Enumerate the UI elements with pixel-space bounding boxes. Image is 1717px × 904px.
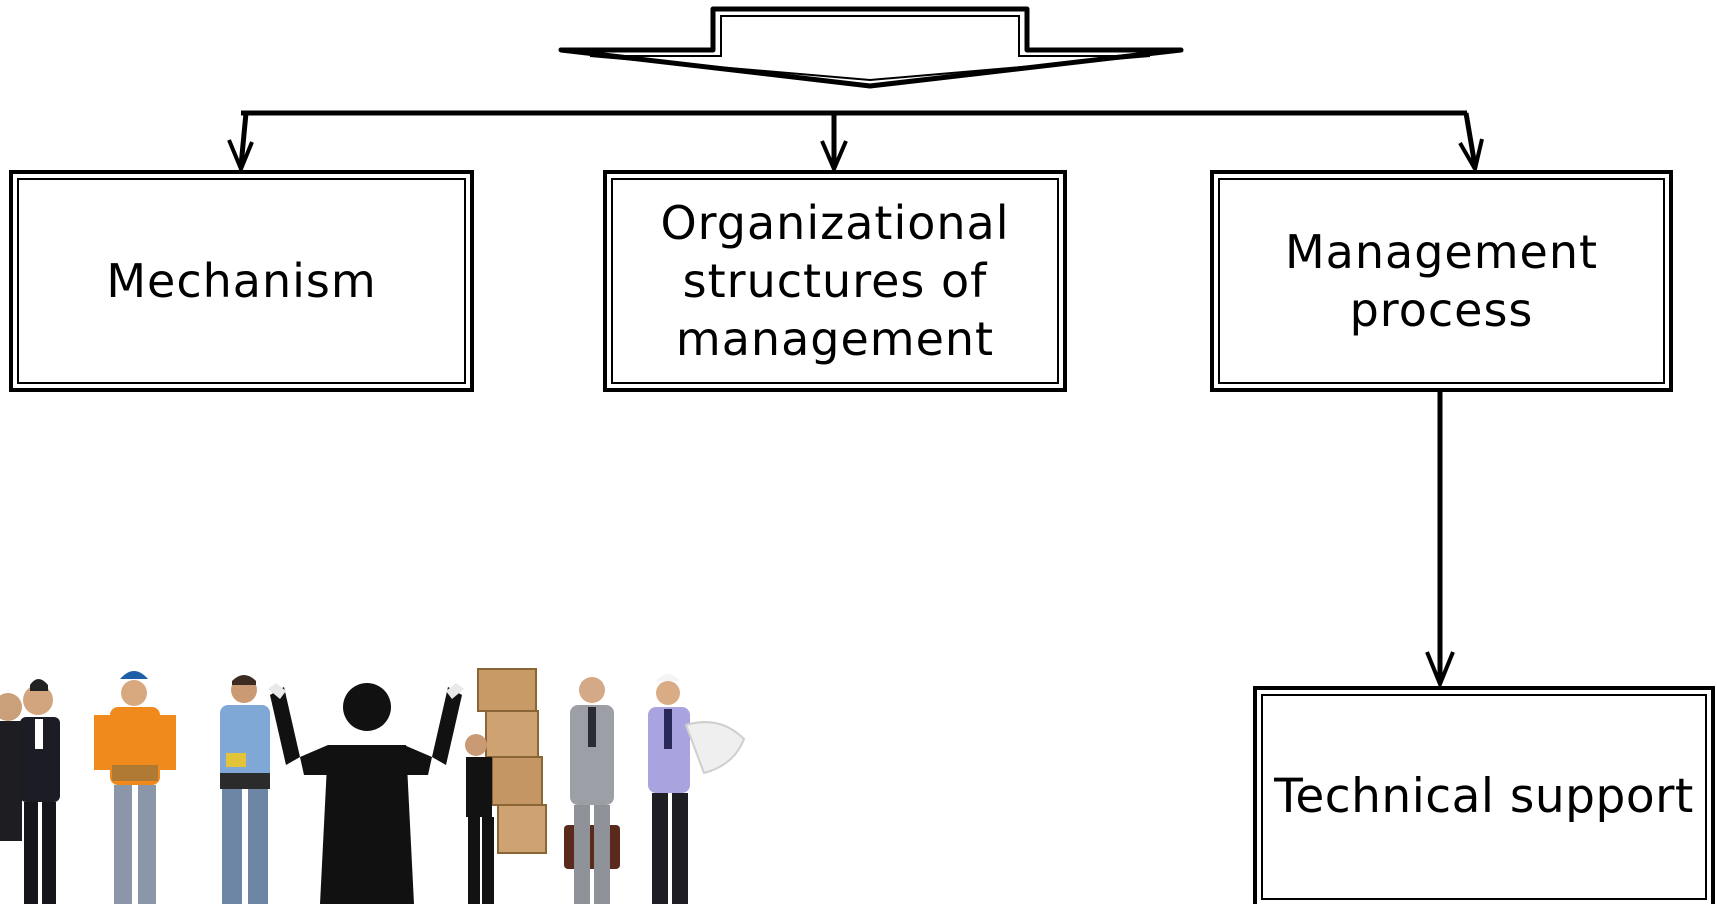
- organizational-structures-box: Organizational structures of management: [603, 170, 1067, 392]
- people-of-various-professions-icon: [0, 668, 746, 904]
- technical-support-label: Technical support: [1274, 769, 1694, 824]
- arrow-to-organizational: [820, 113, 848, 175]
- top-down-arrow-icon: [558, 6, 1184, 89]
- mechanism-box: Mechanism: [9, 170, 474, 392]
- mechanism-label: Mechanism: [106, 254, 377, 308]
- technical-support-box: Technical support: [1253, 686, 1715, 904]
- arrow-to-technical-support: [1425, 392, 1455, 690]
- management-process-box: Management process: [1210, 170, 1673, 392]
- arrow-to-mechanism: [227, 112, 254, 175]
- organizational-structures-label: Organizational structures of management: [660, 196, 1010, 366]
- management-process-label: Management process: [1284, 225, 1599, 337]
- arrow-to-management-process: [1458, 112, 1484, 175]
